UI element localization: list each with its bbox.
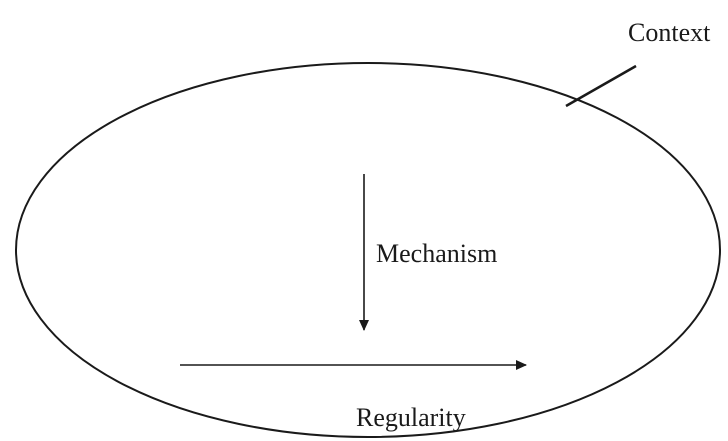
context-leader-line — [565, 64, 637, 108]
mechanism-label: Mechanism — [376, 239, 497, 268]
context-label: Context — [628, 18, 711, 47]
regularity-label: Regularity — [356, 403, 466, 432]
context-ellipse — [15, 62, 721, 438]
